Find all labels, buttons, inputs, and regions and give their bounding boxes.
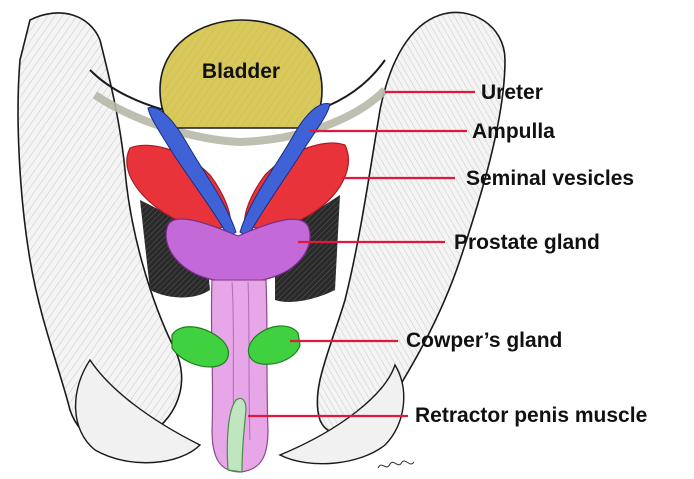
label-prostate-gland: Prostate gland [454,232,600,253]
bladder-label: Bladder [202,60,280,83]
label-ureter: Ureter [481,82,543,103]
artist-signature [378,461,414,468]
label-cowpers-gland: Cowper’s gland [406,330,562,351]
label-retractor-penis-muscle: Retractor penis muscle [415,405,647,426]
label-ampulla: Ampulla [472,121,555,142]
label-seminal-vesicles: Seminal vesicles [466,168,634,189]
